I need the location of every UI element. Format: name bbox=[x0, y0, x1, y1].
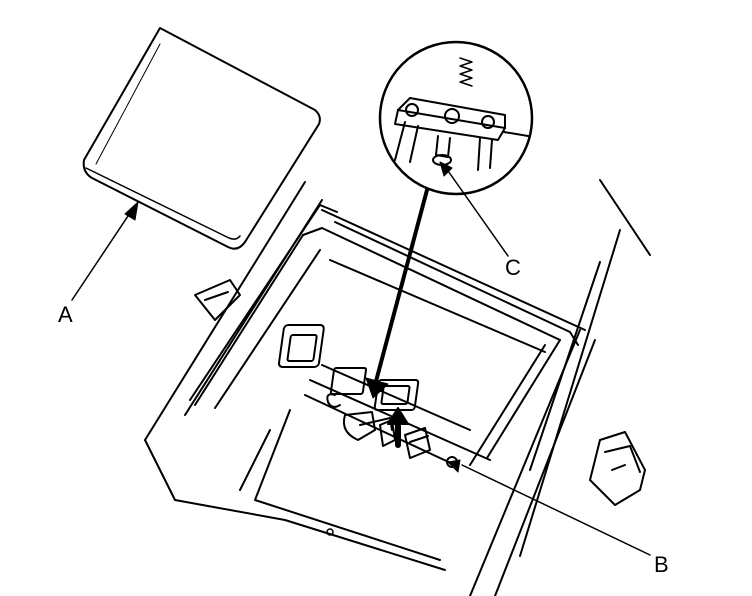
cover-panel-a bbox=[82, 27, 321, 250]
callout-label-c: C bbox=[505, 255, 521, 280]
callout-label-b: B bbox=[654, 552, 669, 577]
detail-leader bbox=[365, 188, 429, 399]
rear-bracket-right bbox=[589, 431, 646, 506]
callout-label-a: A bbox=[58, 302, 73, 327]
hinge-bracket-left bbox=[194, 279, 241, 321]
callout-leaders bbox=[71, 161, 651, 556]
detail-circle bbox=[378, 40, 534, 196]
rotation-arrow bbox=[387, 407, 409, 448]
center-console-body bbox=[144, 179, 651, 596]
